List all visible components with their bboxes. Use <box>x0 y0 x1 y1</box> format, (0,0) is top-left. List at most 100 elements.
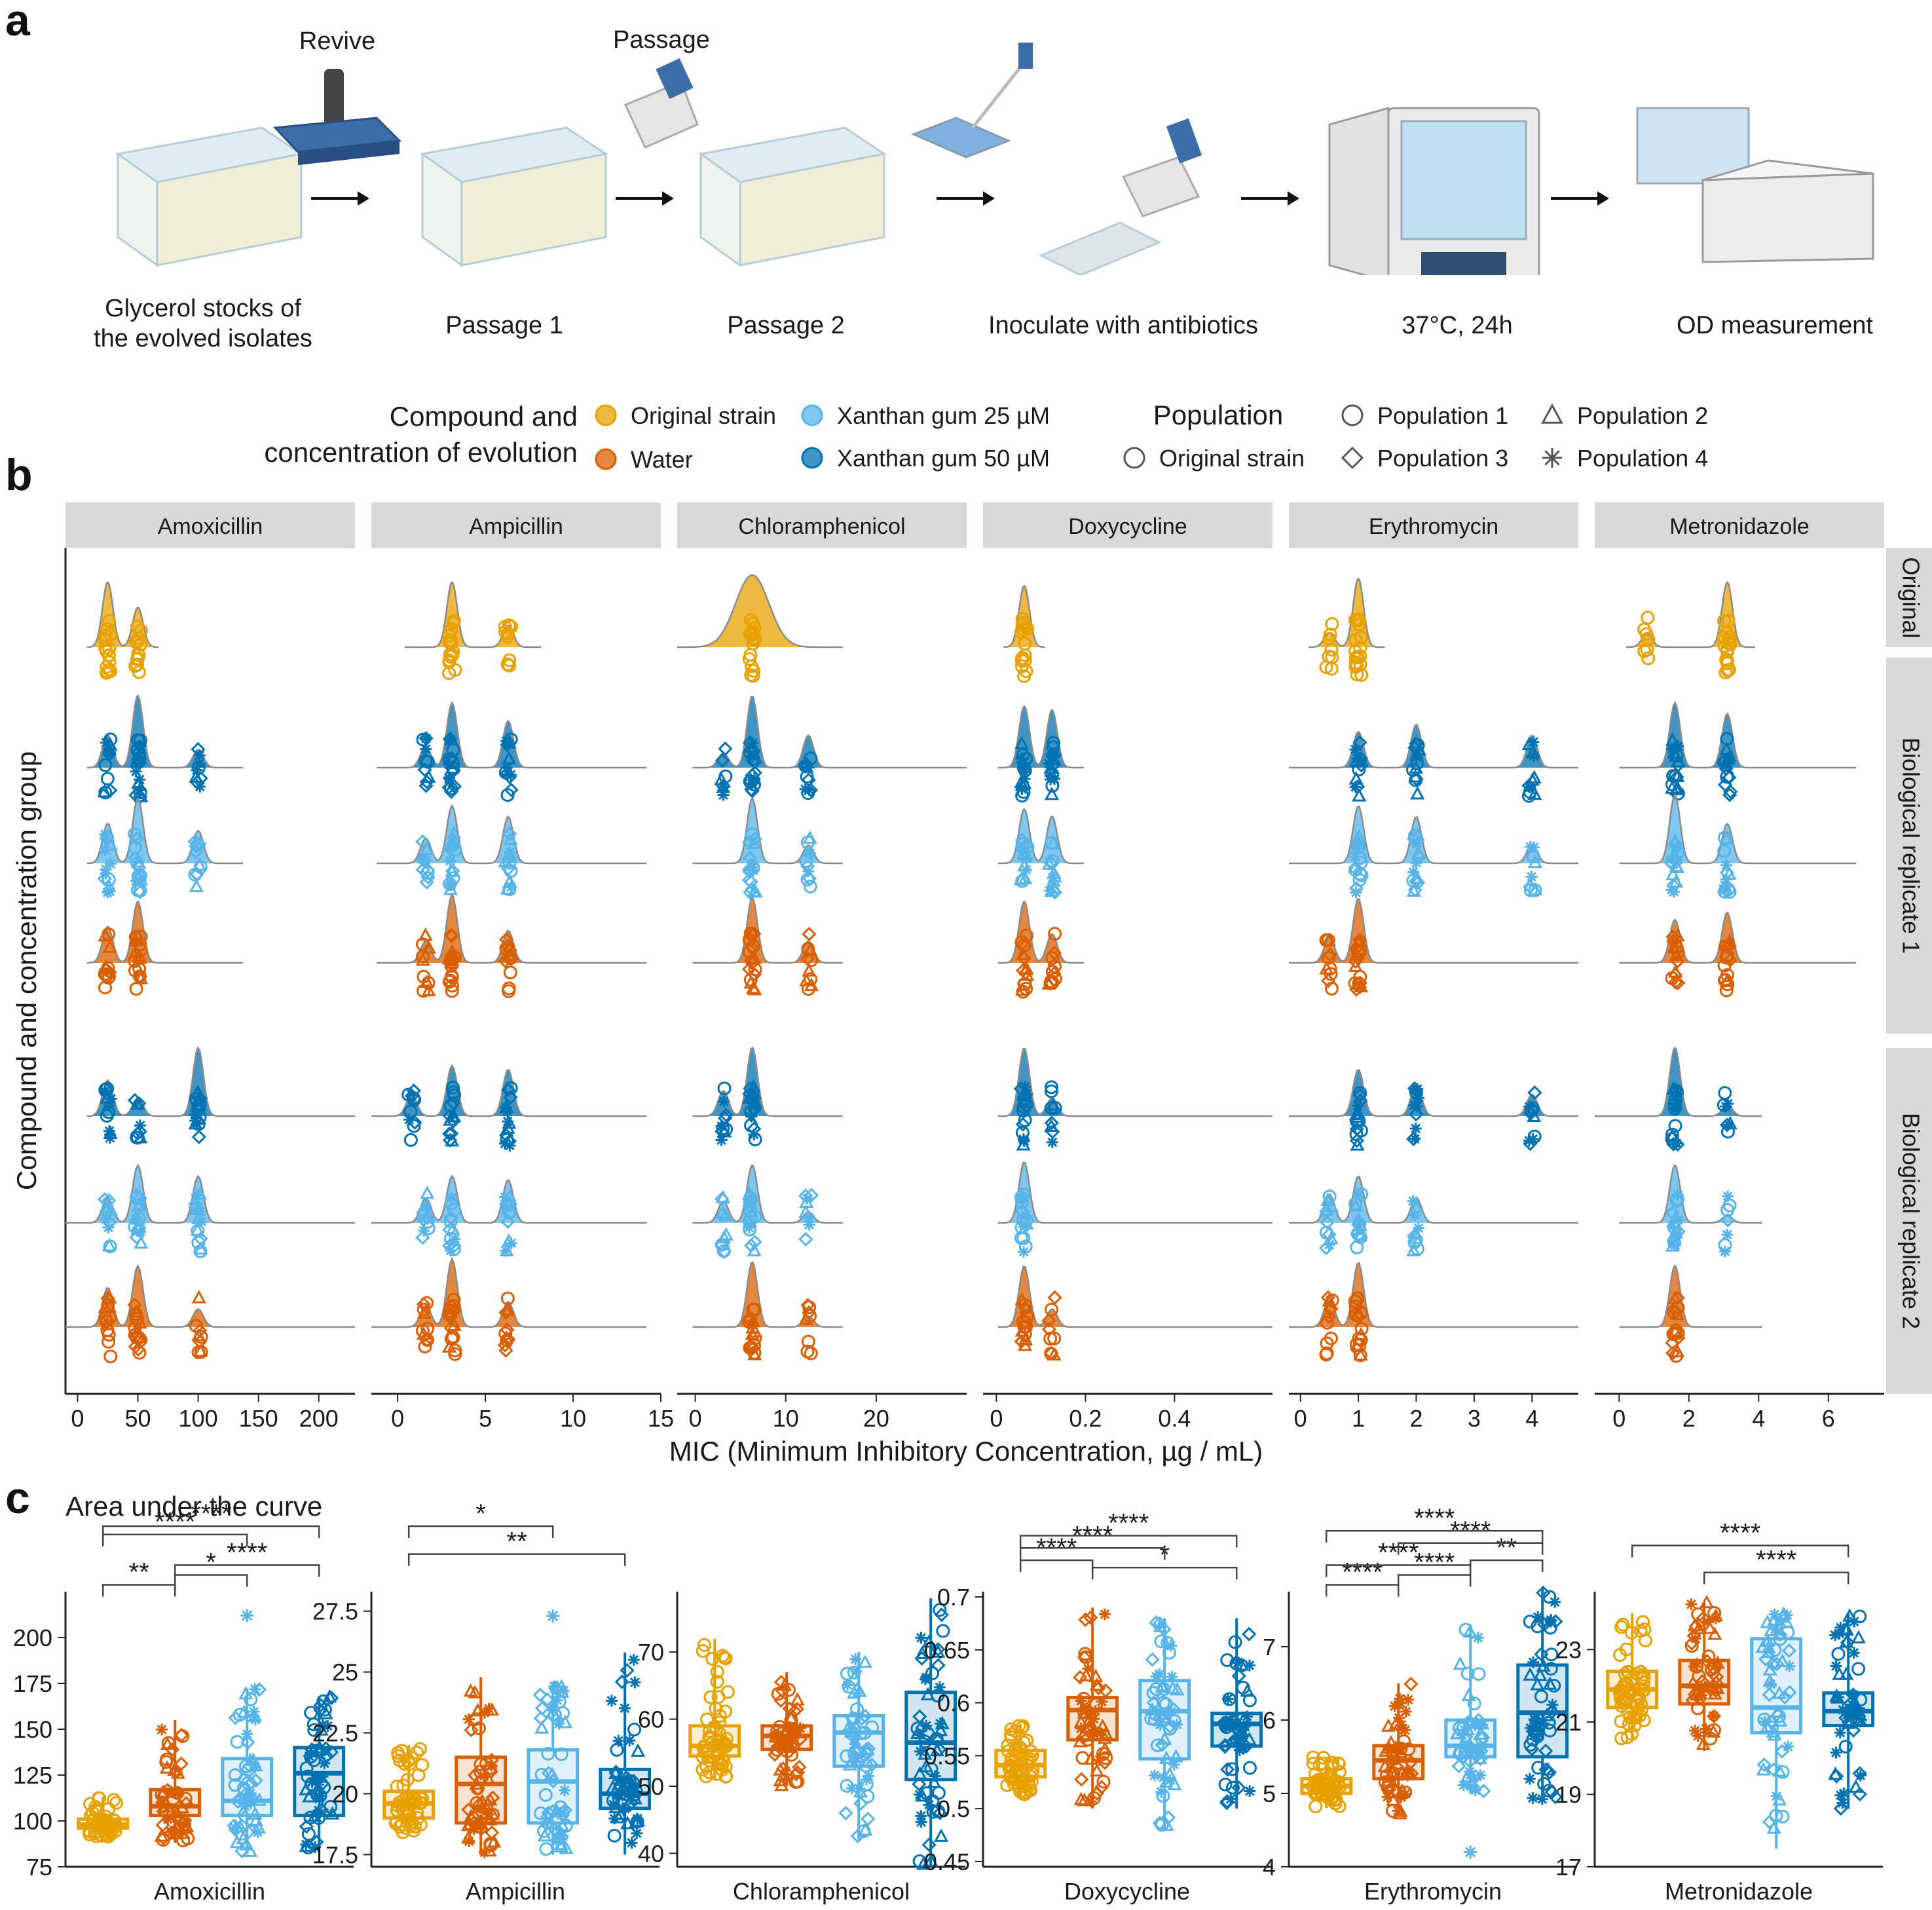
ridge-point <box>1718 1086 1732 1100</box>
ridge-point <box>798 1311 813 1325</box>
legend-population-marker <box>1541 403 1563 424</box>
ridge-outline <box>692 1164 843 1224</box>
box-group-3 <box>832 1652 885 1844</box>
ridge-point <box>401 1087 416 1102</box>
box-point <box>156 1833 170 1847</box>
ridge-point <box>188 1115 203 1130</box>
ridge-point <box>1640 643 1654 657</box>
asterisk-stroke <box>1352 753 1363 764</box>
box-point <box>631 1827 643 1839</box>
ridge-point <box>1720 656 1735 671</box>
box-point <box>554 1747 568 1761</box>
ridge-point <box>716 1244 732 1259</box>
x-tick-label: 15 <box>648 1405 674 1432</box>
ridge-point <box>131 1222 146 1238</box>
ridge-fill <box>997 1162 1273 1223</box>
box-point <box>1218 1777 1233 1791</box>
asterisk-stroke <box>250 1714 261 1725</box>
box-point <box>248 1706 260 1718</box>
ridge-point <box>1671 754 1686 768</box>
ridge-fill <box>1289 724 1578 768</box>
asterisk-stroke <box>242 1610 253 1621</box>
box-point <box>773 1762 788 1776</box>
asterisk-stroke <box>556 1808 566 1818</box>
ridge-point <box>1321 933 1335 947</box>
ridge-point <box>500 627 515 641</box>
arrow-2 <box>616 191 674 206</box>
box-point <box>248 1773 263 1788</box>
box-point <box>696 1763 710 1777</box>
ridge-point <box>1018 766 1031 778</box>
legend-compound-swatch <box>801 447 823 469</box>
ridge-point <box>502 826 517 842</box>
ridge-point <box>1720 1125 1735 1139</box>
ridge-point <box>1017 1320 1031 1334</box>
ridge-point <box>1722 1115 1737 1130</box>
ridge-point <box>744 1104 758 1119</box>
box-point <box>847 1665 861 1679</box>
asterisk-stroke <box>1413 1223 1424 1233</box>
asterisk-stroke <box>804 1220 815 1230</box>
ridge-point <box>443 927 458 943</box>
ridge-point <box>1349 1133 1365 1148</box>
asterisk-stroke <box>504 1140 515 1151</box>
ridge-point <box>1015 789 1030 803</box>
ridge-point <box>1352 975 1367 990</box>
asterisk-stroke <box>314 1793 324 1804</box>
ridge-xg50 <box>1619 701 1857 802</box>
box-y-tick-label: 17 <box>1555 1854 1582 1881</box>
asterisk-stroke <box>101 864 111 874</box>
box-point <box>936 1624 950 1638</box>
box-point <box>462 1713 475 1725</box>
ridge-point <box>1354 630 1368 645</box>
ridge-point <box>445 952 460 967</box>
sig-bracket: ** <box>407 1527 626 1566</box>
ridge-point <box>1527 1129 1542 1144</box>
ridge-water <box>1289 897 1578 997</box>
ridge-point <box>447 614 461 628</box>
ridge-point <box>128 754 143 768</box>
box-y-tick-label: 200 <box>13 1624 52 1651</box>
ridge-point <box>403 1133 418 1147</box>
ridge-point <box>1020 622 1035 636</box>
ridge-outline <box>692 797 843 865</box>
box-point <box>783 1710 799 1725</box>
asterisk-stroke <box>1410 1210 1420 1220</box>
box-point <box>415 1758 430 1772</box>
ridge-fill <box>371 1066 647 1116</box>
ridge-point <box>102 614 116 628</box>
ridge-point <box>747 1345 762 1360</box>
box-point <box>1228 1635 1242 1649</box>
ridge-outline <box>1619 1265 1762 1328</box>
ridge-point <box>1721 882 1736 897</box>
box-y-tick-label: 21 <box>1555 1709 1582 1736</box>
asterisk-stroke <box>157 1725 167 1734</box>
ridge-point <box>744 1238 759 1253</box>
ridge-point <box>1014 1220 1029 1235</box>
ridge-outline <box>1289 1068 1578 1117</box>
ridge-point <box>1044 1101 1058 1115</box>
plate-icon-2 <box>420 126 608 267</box>
box-point <box>1221 1693 1234 1705</box>
box-point <box>773 1693 789 1708</box>
ridge-point <box>448 842 462 857</box>
box-y-tick-label: 0.6 <box>937 1690 970 1717</box>
asterisk-stroke <box>631 1828 642 1839</box>
ridge-point <box>1018 637 1032 651</box>
ridge-point <box>193 1323 208 1338</box>
ridge-point <box>1348 1106 1364 1121</box>
ridge-point <box>103 1239 117 1254</box>
ridge-point <box>498 1343 513 1358</box>
box-point <box>934 1828 949 1842</box>
sig-line <box>102 1584 176 1597</box>
box-outlier <box>240 1609 254 1622</box>
box-point <box>413 1742 427 1756</box>
ridge-point <box>1014 736 1030 749</box>
asterisk-stroke <box>445 878 455 888</box>
box-y-tick-label: 17.5 <box>312 1841 358 1868</box>
asterisk-stroke <box>804 1213 815 1223</box>
ridge-point <box>1045 965 1060 979</box>
ridge-orig <box>1003 585 1045 683</box>
ridge-point <box>193 757 206 770</box>
box-point <box>174 1756 189 1771</box>
